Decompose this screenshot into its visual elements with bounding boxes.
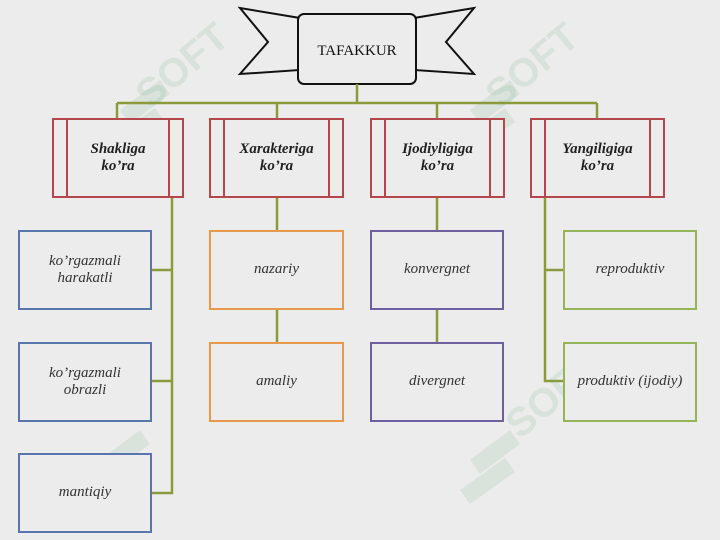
item-label: ko’rgazmali obrazli (49, 364, 121, 398)
category-shakliga: Shakliga ko’ra (52, 118, 184, 198)
watermark-text: SOFT (478, 15, 588, 117)
item-label: mantiqiy (58, 484, 112, 501)
item-nazariy: nazariy (209, 230, 344, 310)
category-ijodiyligiga: Ijodiyligiga ko’ra (370, 118, 505, 198)
category-xarakteriga: Xarakteriga ko’ra (209, 118, 344, 198)
category-label: Ijodiyligiga ko’ra (402, 140, 473, 174)
title-banner (237, 6, 477, 85)
item-label: divergnet (408, 373, 466, 390)
item-label: reproduktiv (595, 261, 665, 278)
item-label: produktiv (ijodiy) (577, 373, 683, 390)
diagram-title: TAFAKKUR (317, 42, 397, 59)
item-korgazmali-harakatli: ko’rgazmali harakatli (18, 230, 152, 310)
category-label: Xarakteriga ko’ra (239, 140, 314, 174)
category-yangiligiga: Yangiligiga ko’ra (530, 118, 665, 198)
item-korgazmali-obrazli: ko’rgazmali obrazli (18, 342, 152, 422)
item-label: amaliy (256, 373, 297, 390)
category-label: Shakliga ko’ra (90, 140, 146, 174)
item-mantiqiy: mantiqiy (18, 453, 152, 533)
item-label: konvergnet (403, 261, 471, 278)
item-konvergnet: konvergnet (370, 230, 504, 310)
item-reproduktiv: reproduktiv (563, 230, 697, 310)
category-label: Yangiligiga ko’ra (562, 140, 633, 174)
item-label: ko’rgazmali harakatli (49, 252, 121, 286)
watermark-text: SOFT (128, 15, 238, 117)
item-produktiv-ijodiy: produktiv (ijodiy) (563, 342, 697, 422)
item-label: nazariy (254, 261, 299, 278)
connectors (115, 84, 599, 495)
item-divergnet: divergnet (370, 342, 504, 422)
item-amaliy: amaliy (209, 342, 344, 422)
